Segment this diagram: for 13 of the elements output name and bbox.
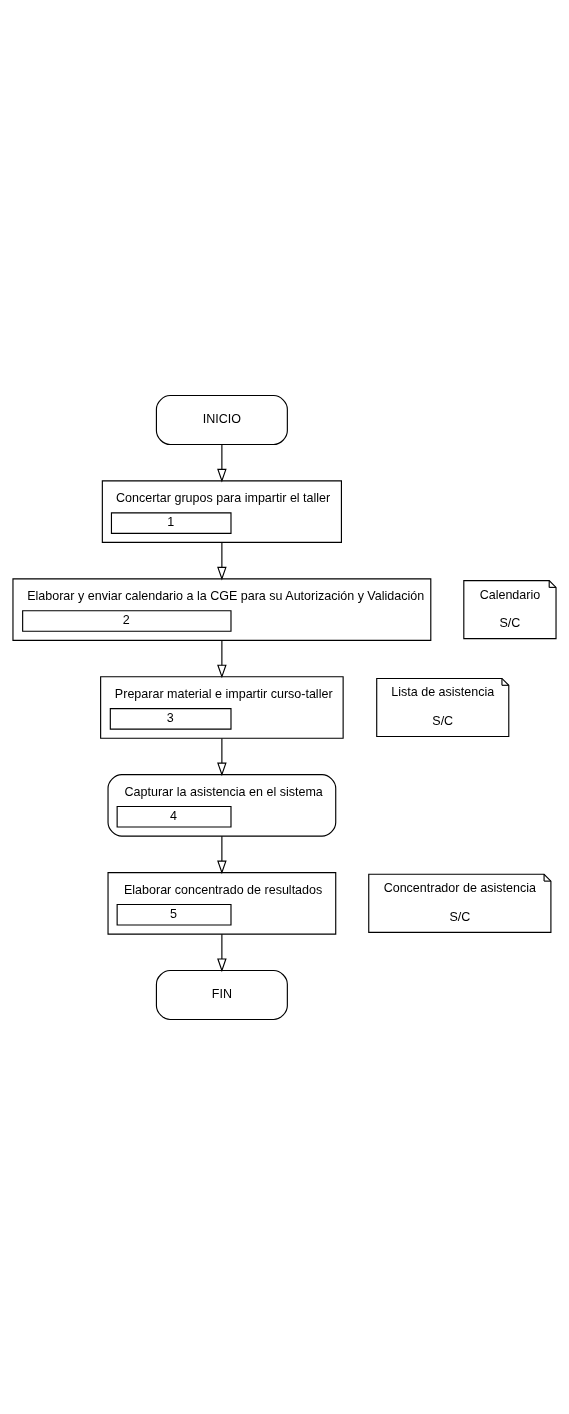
arrow xyxy=(217,835,227,874)
arrow xyxy=(217,639,227,678)
node-box: Concertar grupos para impartir el taller 1 xyxy=(101,479,342,543)
node-box: FIN xyxy=(155,969,288,1020)
node-box: Capturar la asistencia en el sistema 4 xyxy=(107,773,337,837)
arrow xyxy=(217,737,227,776)
node-box: Elaborar y enviar calendario a la CGE para su Autorización y Validación 2 xyxy=(12,577,432,641)
node-box: Elaborar concentrado de resultados 5 xyxy=(107,871,337,935)
node-box: INICIO xyxy=(155,394,288,445)
arrow xyxy=(217,443,227,483)
arrow xyxy=(217,933,227,972)
node-box: Preparar material e impartir curso-taller 3 xyxy=(100,675,344,739)
arrow xyxy=(217,541,227,580)
